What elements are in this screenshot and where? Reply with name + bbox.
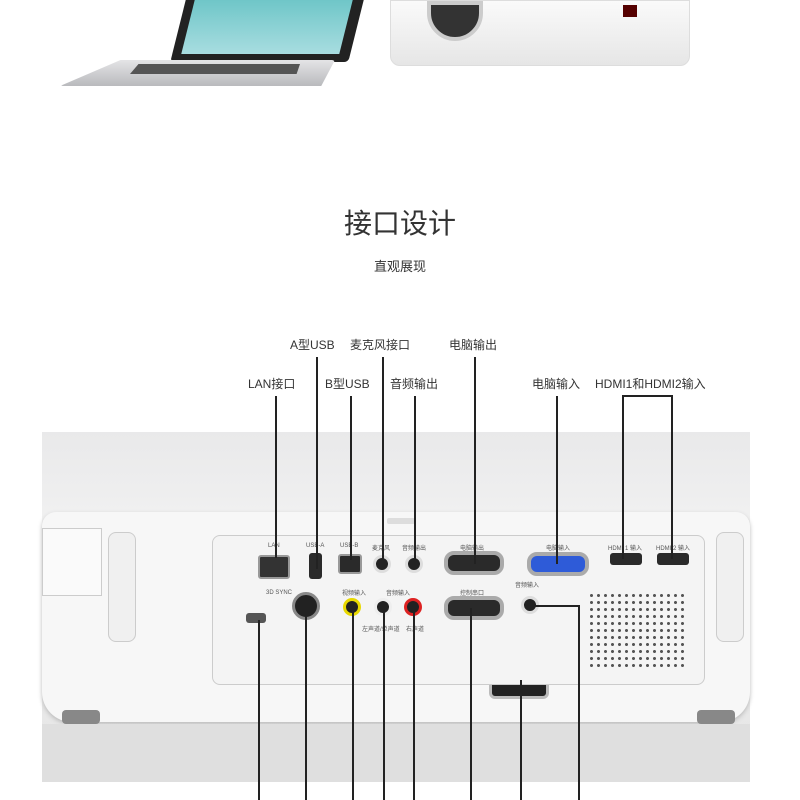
leader-line-audio-in	[578, 605, 580, 800]
panel-label-audio-in-2: 音频输入	[515, 583, 540, 589]
panel-label-right-ch: 右声道	[406, 627, 425, 633]
leader-line-usb-a	[316, 357, 318, 569]
leader-line-control	[470, 608, 472, 800]
callout-usb-b: B型USB	[325, 377, 370, 391]
leader-line-audio-left	[383, 608, 385, 800]
callout-usb-a: A型USB	[290, 338, 335, 352]
projector-front-image	[390, 0, 690, 66]
usb-a-port	[309, 553, 322, 579]
panel-label-video-in: 视频输入	[342, 591, 367, 597]
panel-label-pc-out: 电脑输出	[460, 546, 485, 552]
callout-mic: 麦克风接口	[350, 338, 411, 352]
leader-line-audio-right	[413, 608, 415, 800]
panel-label-lan: LAN	[268, 543, 280, 549]
leader-line-hdmi1	[622, 395, 624, 559]
panel-label-audio-in: 音频输入	[386, 591, 411, 597]
callout-pc-in: 电脑输入	[532, 377, 581, 391]
leader-line-power	[520, 680, 522, 800]
leader-line-security	[258, 620, 260, 800]
leader-line-audio-in-h	[530, 605, 579, 607]
leader-line-video-in	[352, 608, 354, 800]
laptop-image	[60, 0, 364, 95]
panel-label-hdmi1: HDMI 1 输入	[608, 546, 643, 552]
panel-label-left-ch: 左声道/单声道	[362, 627, 400, 633]
leader-line-audio-out	[414, 396, 416, 564]
leader-line-pc-out	[474, 357, 476, 564]
callout-audio-out: 音频输出	[390, 377, 439, 391]
section-subtitle: 直观展现	[373, 259, 426, 274]
leader-line-pc-in	[556, 396, 558, 564]
leader-line-hdmi2	[671, 395, 673, 559]
panel-label-usb-b: USB-B	[340, 543, 358, 549]
pc-in-vga	[527, 552, 589, 576]
callout-lan: LAN接口	[248, 377, 296, 391]
lan-port	[258, 555, 290, 579]
callout-hdmi: HDMI1和HDMI2输入	[595, 377, 706, 391]
panel-label-mic: 麦克风	[372, 546, 391, 552]
callout-pc-out: 电脑输出	[449, 338, 498, 352]
hdmi2-port	[657, 553, 689, 565]
leader-line-mic	[382, 357, 384, 564]
leader-line-usb-b	[350, 396, 352, 560]
panel-label-control: 控制串口	[460, 591, 485, 597]
leader-line-lan	[275, 396, 277, 558]
panel-label-3d-sync: 3D SYNC	[266, 590, 293, 596]
speaker-grille	[588, 592, 688, 670]
panel-label-hdmi2: HDMI 2 输入	[656, 546, 691, 552]
panel-label-pc-in: 电脑输入	[546, 546, 571, 552]
leader-bracket-hdmi	[622, 395, 672, 397]
panel-label-usb-a: USB-A	[306, 543, 324, 549]
security-slot	[246, 613, 266, 623]
section-title: 接口设计	[343, 208, 456, 239]
hdmi1-port	[610, 553, 642, 565]
control-serial-port	[444, 596, 504, 620]
leader-line-sync	[305, 608, 307, 800]
